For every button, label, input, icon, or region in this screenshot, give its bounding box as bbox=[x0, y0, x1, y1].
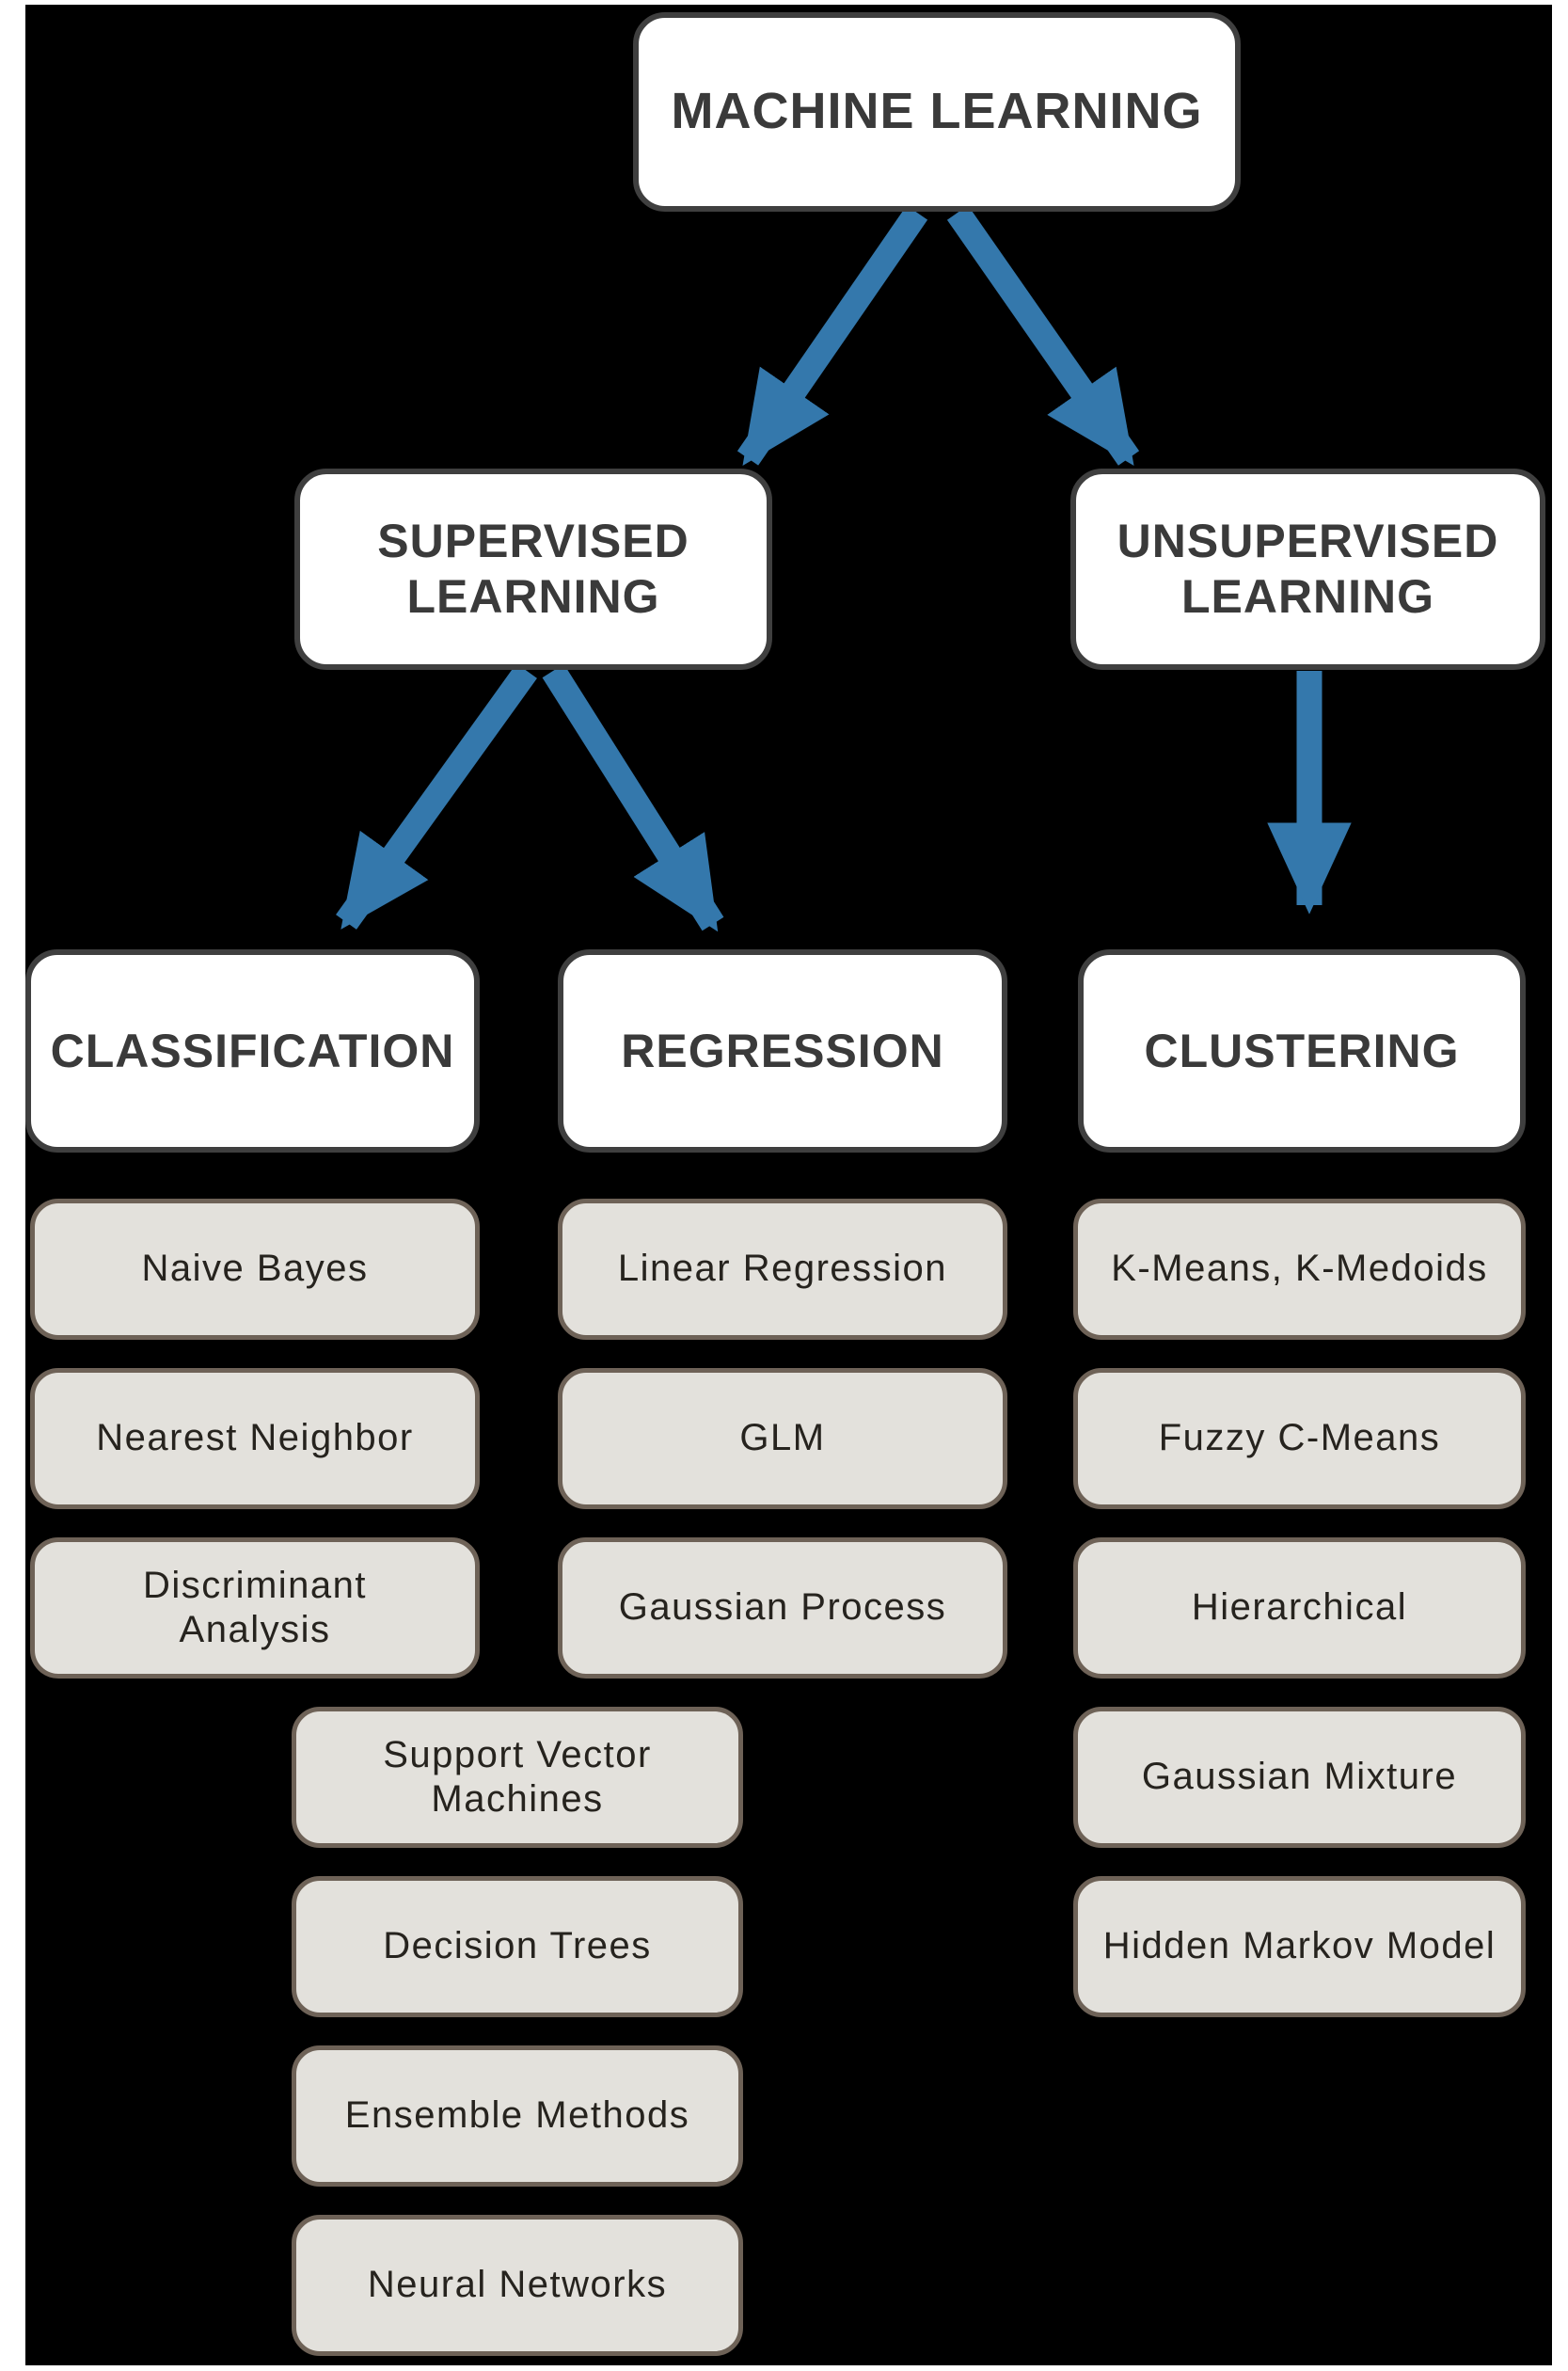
node-clustering: CLUSTERING bbox=[1078, 949, 1526, 1153]
node-regression-label: REGRESSION bbox=[621, 1024, 944, 1077]
node-supervised-learning: SUPERVISED LEARNING bbox=[294, 469, 772, 670]
node-regression: REGRESSION bbox=[558, 949, 1007, 1153]
method-ensemble-methods: Ensemble Methods bbox=[292, 2045, 743, 2187]
method-ensemble-methods-label: Ensemble Methods bbox=[344, 2094, 690, 2137]
method-kmeans-kmedoids: K-Means, K-Medoids bbox=[1073, 1199, 1526, 1340]
method-decision-trees: Decision Trees bbox=[292, 1876, 743, 2017]
method-gaussian-mixture: Gaussian Mixture bbox=[1073, 1707, 1526, 1848]
method-support-vector-machines: Support Vector Machines bbox=[292, 1707, 743, 1848]
method-discriminant-analysis: Discriminant Analysis bbox=[30, 1537, 480, 1679]
method-discriminant-analysis-label: Discriminant Analysis bbox=[142, 1564, 368, 1650]
method-hidden-markov-model-label: Hidden Markov Model bbox=[1102, 1925, 1497, 1967]
node-clustering-label: CLUSTERING bbox=[1144, 1024, 1460, 1077]
method-hidden-markov-model: Hidden Markov Model bbox=[1073, 1876, 1526, 2017]
method-gaussian-process: Gaussian Process bbox=[558, 1537, 1007, 1679]
method-neural-networks-label: Neural Networks bbox=[367, 2264, 668, 2306]
method-hierarchical-label: Hierarchical bbox=[1191, 1586, 1408, 1629]
method-gaussian-mixture-label: Gaussian Mixture bbox=[1141, 1756, 1458, 1798]
method-glm-label: GLM bbox=[739, 1417, 826, 1459]
node-classification: CLASSIFICATION bbox=[25, 949, 480, 1153]
method-neural-networks: Neural Networks bbox=[292, 2215, 743, 2356]
method-linear-regression-label: Linear Regression bbox=[617, 1248, 948, 1290]
method-nearest-neighbor-label: Nearest Neighbor bbox=[96, 1417, 414, 1459]
method-naive-bayes: Naive Bayes bbox=[30, 1199, 480, 1340]
node-classification-label: CLASSIFICATION bbox=[50, 1024, 455, 1077]
method-decision-trees-label: Decision Trees bbox=[383, 1925, 652, 1967]
node-machine-learning-label: MACHINE LEARNING bbox=[671, 83, 1203, 140]
method-nearest-neighbor: Nearest Neighbor bbox=[30, 1368, 480, 1509]
method-hierarchical: Hierarchical bbox=[1073, 1537, 1526, 1679]
method-kmeans-kmedoids-label: K-Means, K-Medoids bbox=[1111, 1248, 1488, 1290]
method-gaussian-process-label: Gaussian Process bbox=[618, 1586, 947, 1629]
method-naive-bayes-label: Naive Bayes bbox=[141, 1248, 369, 1290]
node-machine-learning: MACHINE LEARNING bbox=[633, 12, 1241, 212]
method-glm: GLM bbox=[558, 1368, 1007, 1509]
node-supervised-learning-label: SUPERVISED LEARNING bbox=[377, 515, 689, 623]
method-support-vector-machines-label: Support Vector Machines bbox=[383, 1733, 652, 1820]
node-unsupervised-learning: UNSUPERVISED LEARNING bbox=[1070, 469, 1545, 670]
node-unsupervised-learning-label: UNSUPERVISED LEARNING bbox=[1117, 515, 1499, 623]
method-fuzzy-cmeans: Fuzzy C-Means bbox=[1073, 1368, 1526, 1509]
method-linear-regression: Linear Regression bbox=[558, 1199, 1007, 1340]
method-fuzzy-cmeans-label: Fuzzy C-Means bbox=[1158, 1417, 1441, 1459]
